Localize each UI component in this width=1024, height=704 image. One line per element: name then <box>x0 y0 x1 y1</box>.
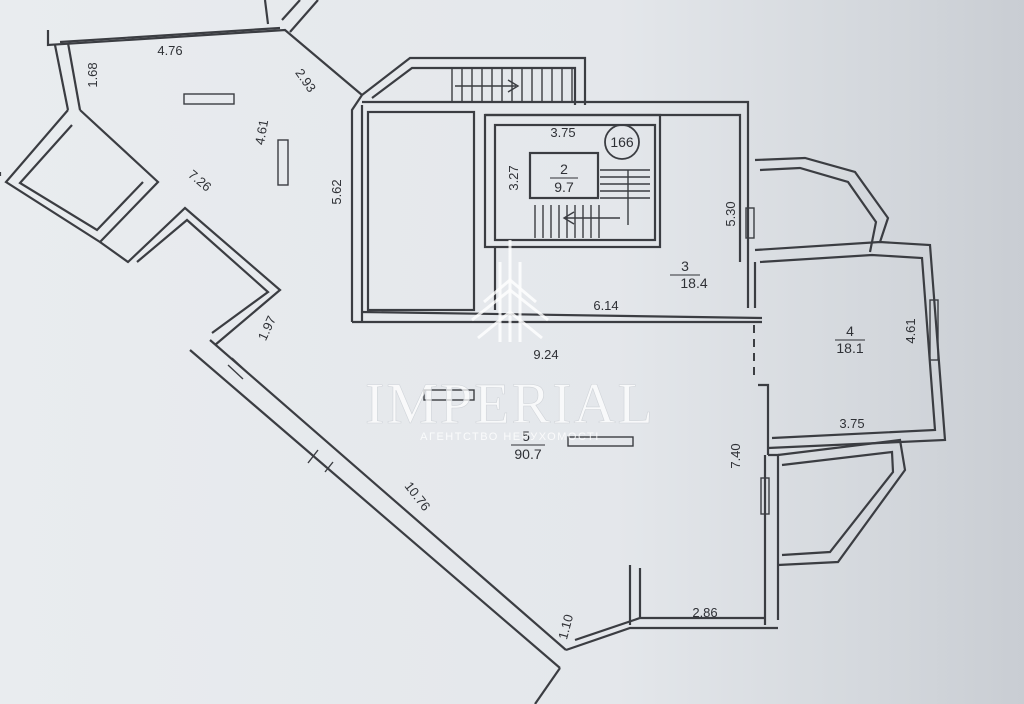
elevator-shaft <box>528 151 600 200</box>
stair-arrow-head-top <box>507 79 520 93</box>
room-4-label: 4 18.1 <box>835 323 865 356</box>
dim-10-76: 10.76 <box>402 479 434 514</box>
wall-stub-top-2 <box>281 0 301 21</box>
stairs-top <box>451 68 573 102</box>
watermark-name: IMPERIAL <box>365 371 655 436</box>
room-3-number: 3 <box>681 258 689 274</box>
dim-1-68: 1.68 <box>85 62 100 87</box>
room-4-area: 18.1 <box>836 340 863 356</box>
window-room3 <box>745 207 755 239</box>
stair-core-inner <box>493 123 657 242</box>
bay-bottom-right-inner <box>781 450 895 557</box>
fixture-3 <box>423 389 475 401</box>
dim-1-97: 1.97 <box>255 313 279 342</box>
stair-tag: 166 <box>610 134 634 150</box>
bay-top-right-inner <box>759 166 878 253</box>
wall-top-left-inner <box>59 26 281 44</box>
window-mark-4 <box>324 461 334 473</box>
room-4-number: 4 <box>846 323 854 339</box>
bay-window-2-inner <box>136 218 270 334</box>
wall-stub-top <box>263 0 270 25</box>
storage-room <box>366 110 476 312</box>
stair-arrow-head-core <box>562 211 575 225</box>
window-mark-2 <box>227 364 244 380</box>
dim-3-27: 3.27 <box>506 165 521 190</box>
dim-4-61-left: 4.61 <box>252 118 271 146</box>
dim-3-75-top: 3.75 <box>550 125 575 140</box>
dim-7-40: 7.40 <box>728 443 743 468</box>
room-2-label: 2 9.7 <box>550 161 578 195</box>
room-2-area: 9.7 <box>554 179 574 195</box>
dim-5-30: 5.30 <box>723 201 738 226</box>
dim-5-62: 5.62 <box>329 179 344 204</box>
fixture-4 <box>567 436 634 447</box>
dim-7-26: 7.26 <box>185 167 214 195</box>
room-5-area: 90.7 <box>514 446 541 462</box>
wall-bottom-outer <box>565 626 778 652</box>
watermark-tagline: АГЕНТСТВО НЕРУХОМОСТІ <box>420 431 600 443</box>
window-mark-3 <box>307 449 319 464</box>
dim-4-61-right: 4.61 <box>903 318 918 343</box>
dim-1-10: 1.10 <box>555 613 576 641</box>
stair-top-outer <box>361 56 587 105</box>
wall-diagonal-inner <box>209 339 567 651</box>
stairs-core <box>534 169 650 238</box>
room-3-area: 18.4 <box>680 275 707 291</box>
fixture-2 <box>277 139 289 186</box>
dim-3-75-bottom: 3.75 <box>839 416 864 431</box>
bay-window-1-outer <box>4 109 160 244</box>
wall-left-outer <box>53 44 70 111</box>
dimensions: 4.76 1.68 2.93 4.61 7.26 5.62 3.75 3.27 … <box>85 43 918 641</box>
room-5-label: 5 90.7 <box>511 428 545 462</box>
bay-window-1-inner <box>18 124 144 232</box>
wall-right-mid <box>758 383 770 455</box>
bay-bottom-right-outer <box>777 438 907 567</box>
window-right <box>760 477 770 515</box>
dim-9-24: 9.24 <box>533 347 558 362</box>
bay-top-right-outer <box>754 156 890 243</box>
wall-top-left-outer <box>46 28 363 96</box>
stair-core <box>483 113 662 249</box>
wall-partition-left <box>350 94 363 322</box>
watermark-logo <box>471 240 549 342</box>
walls <box>0 0 947 704</box>
dim-2-86: 2.86 <box>692 605 717 620</box>
wall-stub-top-3 <box>289 0 319 33</box>
wall-corner-bottom <box>534 667 561 704</box>
dim-6-14: 6.14 <box>593 298 618 313</box>
stair-top-inner <box>371 66 577 105</box>
window-mark-1 <box>231 357 248 373</box>
wall-diagonal-outer <box>189 349 561 669</box>
room4-inner <box>759 253 937 440</box>
room-2-number: 2 <box>560 161 568 177</box>
stair-tag-circle <box>604 124 640 160</box>
room-3-label: 3 18.4 <box>670 258 708 291</box>
dim-4-76: 4.76 <box>157 43 182 58</box>
watermark: IMPERIAL АГЕНТСТВО НЕРУХОМОСТІ <box>365 240 655 443</box>
wall-room3-bottom-inner <box>361 310 763 320</box>
bay-window-2-outer <box>99 206 282 346</box>
room-5-number: 5 <box>522 428 530 444</box>
wall-left-inner <box>66 42 82 111</box>
window-room4 <box>929 299 939 361</box>
fixture-1 <box>183 93 235 105</box>
dim-2-93: 2.93 <box>292 66 319 95</box>
